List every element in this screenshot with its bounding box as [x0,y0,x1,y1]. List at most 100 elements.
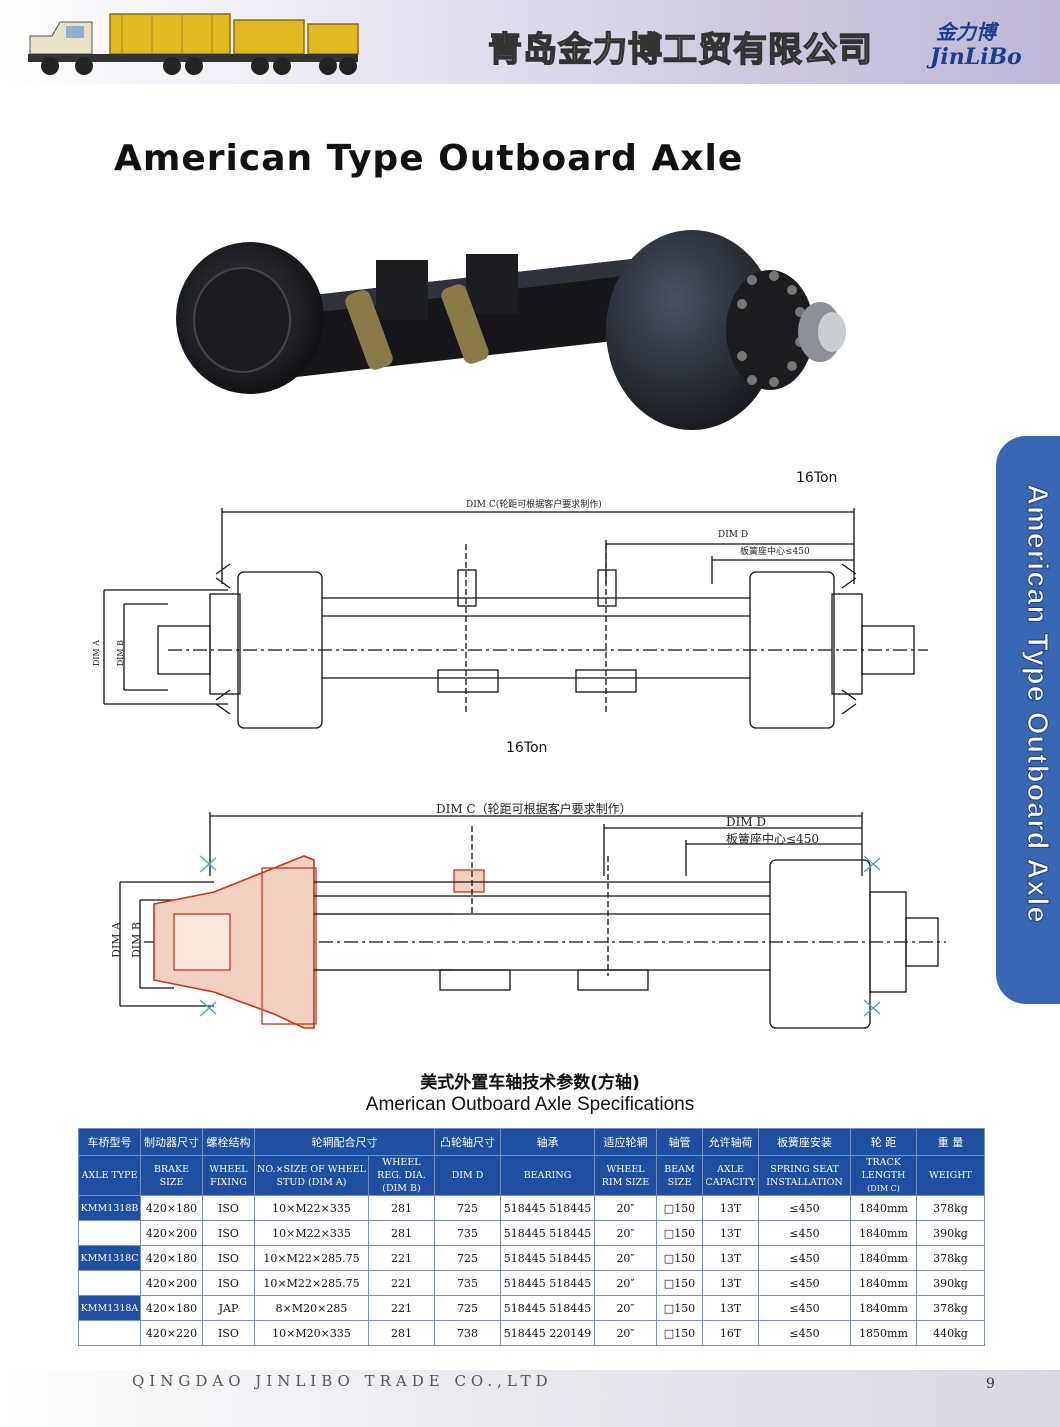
drawing-2-dim-b: DIM B [130,922,143,959]
cell: 378kg [916,1245,985,1271]
cell-axle-type: KMM1622E [78,1320,141,1346]
header-en-cell: DIM D [434,1155,501,1196]
cell: 20″ [594,1195,657,1221]
header-cn-cell: 轮辋配合尺寸 [254,1128,435,1156]
cell: 738 [434,1320,501,1346]
cell: 20″ [594,1220,657,1246]
header-en-cell: BRAKE SIZE [140,1155,203,1196]
cell: 518445 518445 [500,1270,595,1296]
technical-drawing-1 [103,508,928,729]
cell: 281 [368,1220,435,1246]
cell-axle-type: KMM1318A [78,1295,141,1321]
header-cn-cell: 凸轮轴尺寸 [434,1128,501,1156]
dump-truck-icon [28,13,359,75]
spec-title-chinese: 美式外置车轴技术参数(方轴) [420,1073,640,1093]
header-cn-cell: 制动器尺寸 [140,1128,203,1156]
cell: 221 [368,1245,435,1271]
cell: ISO [202,1245,255,1271]
drawing-2-dim-a: DIM A [110,922,123,958]
header-en-cell: BEAM SIZE [656,1155,703,1196]
cell: 518445 518445 [500,1220,595,1246]
cell: 390kg [916,1220,985,1246]
cell: 16T [702,1320,759,1346]
cell: 440kg [916,1320,985,1346]
table-header-cn: 车桥型号 制动器尺寸 螺栓结构 轮辋配合尺寸 凸轮轴尺寸 轴承 适应轮辋 轴管 … [78,1128,985,1156]
cell: 13T [702,1220,759,1246]
page-footer [0,1370,1060,1427]
cell: 20″ [594,1245,657,1271]
cell: 725 [434,1195,501,1221]
cell: 735 [434,1270,501,1296]
cell: 10×M22×335 [254,1195,369,1221]
cell: 13T [702,1195,759,1221]
cell: 20″ [594,1270,657,1296]
drawing-2-spring-seat: 板簧座中心≤450 [726,832,819,846]
cell: □150 [656,1320,703,1346]
technical-drawing-2 [119,812,946,1029]
cell: 1840mm [850,1270,917,1296]
drawing-1-dim-a: DIM A [92,640,101,667]
cell: 20″ [594,1295,657,1321]
cell: 518445 220149 [500,1320,595,1346]
header-cn-cell: 轴承 [500,1128,595,1156]
header-en-cell: BEARING [500,1155,595,1196]
header-cn-cell: 螺栓结构 [202,1128,255,1156]
cell: 1840mm [850,1295,917,1321]
cell: □150 [656,1245,703,1271]
drawing-1-dim-b: DIM B [116,640,125,667]
cell: ≤450 [758,1195,851,1221]
cell: ISO [202,1320,255,1346]
table-row: KMM1320B 420×200 ISO 10×M22×335 281 735 … [78,1220,985,1246]
drawing-1-spring-seat: 板簧座中心≤450 [740,547,810,557]
table-row: KMM1320C 420×200 ISO 10×M22×285.75 221 7… [78,1270,985,1296]
cell: □150 [656,1295,703,1321]
cell: 13T [702,1245,759,1271]
header-cn-cell: 轮 距 [850,1128,917,1156]
cell: ISO [202,1195,255,1221]
header-cn-cell: 适应轮辋 [594,1128,657,1156]
cell: 1850mm [850,1320,917,1346]
drawing-1-dim-c: DIM C(轮距可根据客户要求制作) [466,500,602,510]
cell: □150 [656,1270,703,1296]
cell-axle-type: KMM1318B [78,1195,141,1221]
cell: 420×180 [140,1295,203,1321]
cell: 10×M20×335 [254,1320,369,1346]
axle-product-photo [176,230,846,430]
cell: 221 [368,1270,435,1296]
cell: ≤450 [758,1220,851,1246]
table-row: KMM1622E 420×220 ISO 10×M20×335 281 738 … [78,1320,985,1346]
cell: 420×200 [140,1220,203,1246]
table-row: KMM1318B 420×180 ISO 10×M22×335 281 725 … [78,1195,985,1221]
cell: 13T [702,1295,759,1321]
cell: 221 [368,1295,435,1321]
header-en-cell: WHEEL RIM SIZE [594,1155,657,1196]
cell: 10×M22×285.75 [254,1245,369,1271]
cell: 378kg [916,1295,985,1321]
cell: ISO [202,1220,255,1246]
logo-chinese: 金力博 [936,20,996,44]
cell: 725 [434,1295,501,1321]
cell: 725 [434,1245,501,1271]
header-company-name: 青岛金力博工贸有限公司 [487,29,873,70]
header-cn-cell: 允许轴荷 [702,1128,759,1156]
header-en-cell: WEIGHT [916,1155,985,1196]
header-en-cell: AXLE CAPACITY [702,1155,759,1196]
cell: 420×220 [140,1320,203,1346]
cell: 420×180 [140,1245,203,1271]
cell: 281 [368,1195,435,1221]
cell: 281 [368,1320,435,1346]
cell: JAP [202,1295,255,1321]
cell: 1840mm [850,1220,917,1246]
header-en-cell: WHEEL FIXING [202,1155,255,1196]
cell: 518445 518445 [500,1195,595,1221]
cell-axle-type: KMM1320C [78,1270,141,1296]
page-header: 青岛金力博工贸有限公司 金力博 JinLiBo [0,0,1060,84]
page-title: American Type Outboard Axle [114,138,744,179]
drawing-1-dim-d: DIM D [718,530,749,540]
header-en-dimc: (DIM C) [867,1184,900,1193]
cell: 1840mm [850,1195,917,1221]
footer-company-name: QINGDAO JINLIBO TRADE CO.,LTD [132,1372,553,1390]
drawing-1-ton-label: 16Ton [796,470,838,486]
logo-english: JinLiBo [930,44,1022,70]
cell: ≤450 [758,1270,851,1296]
